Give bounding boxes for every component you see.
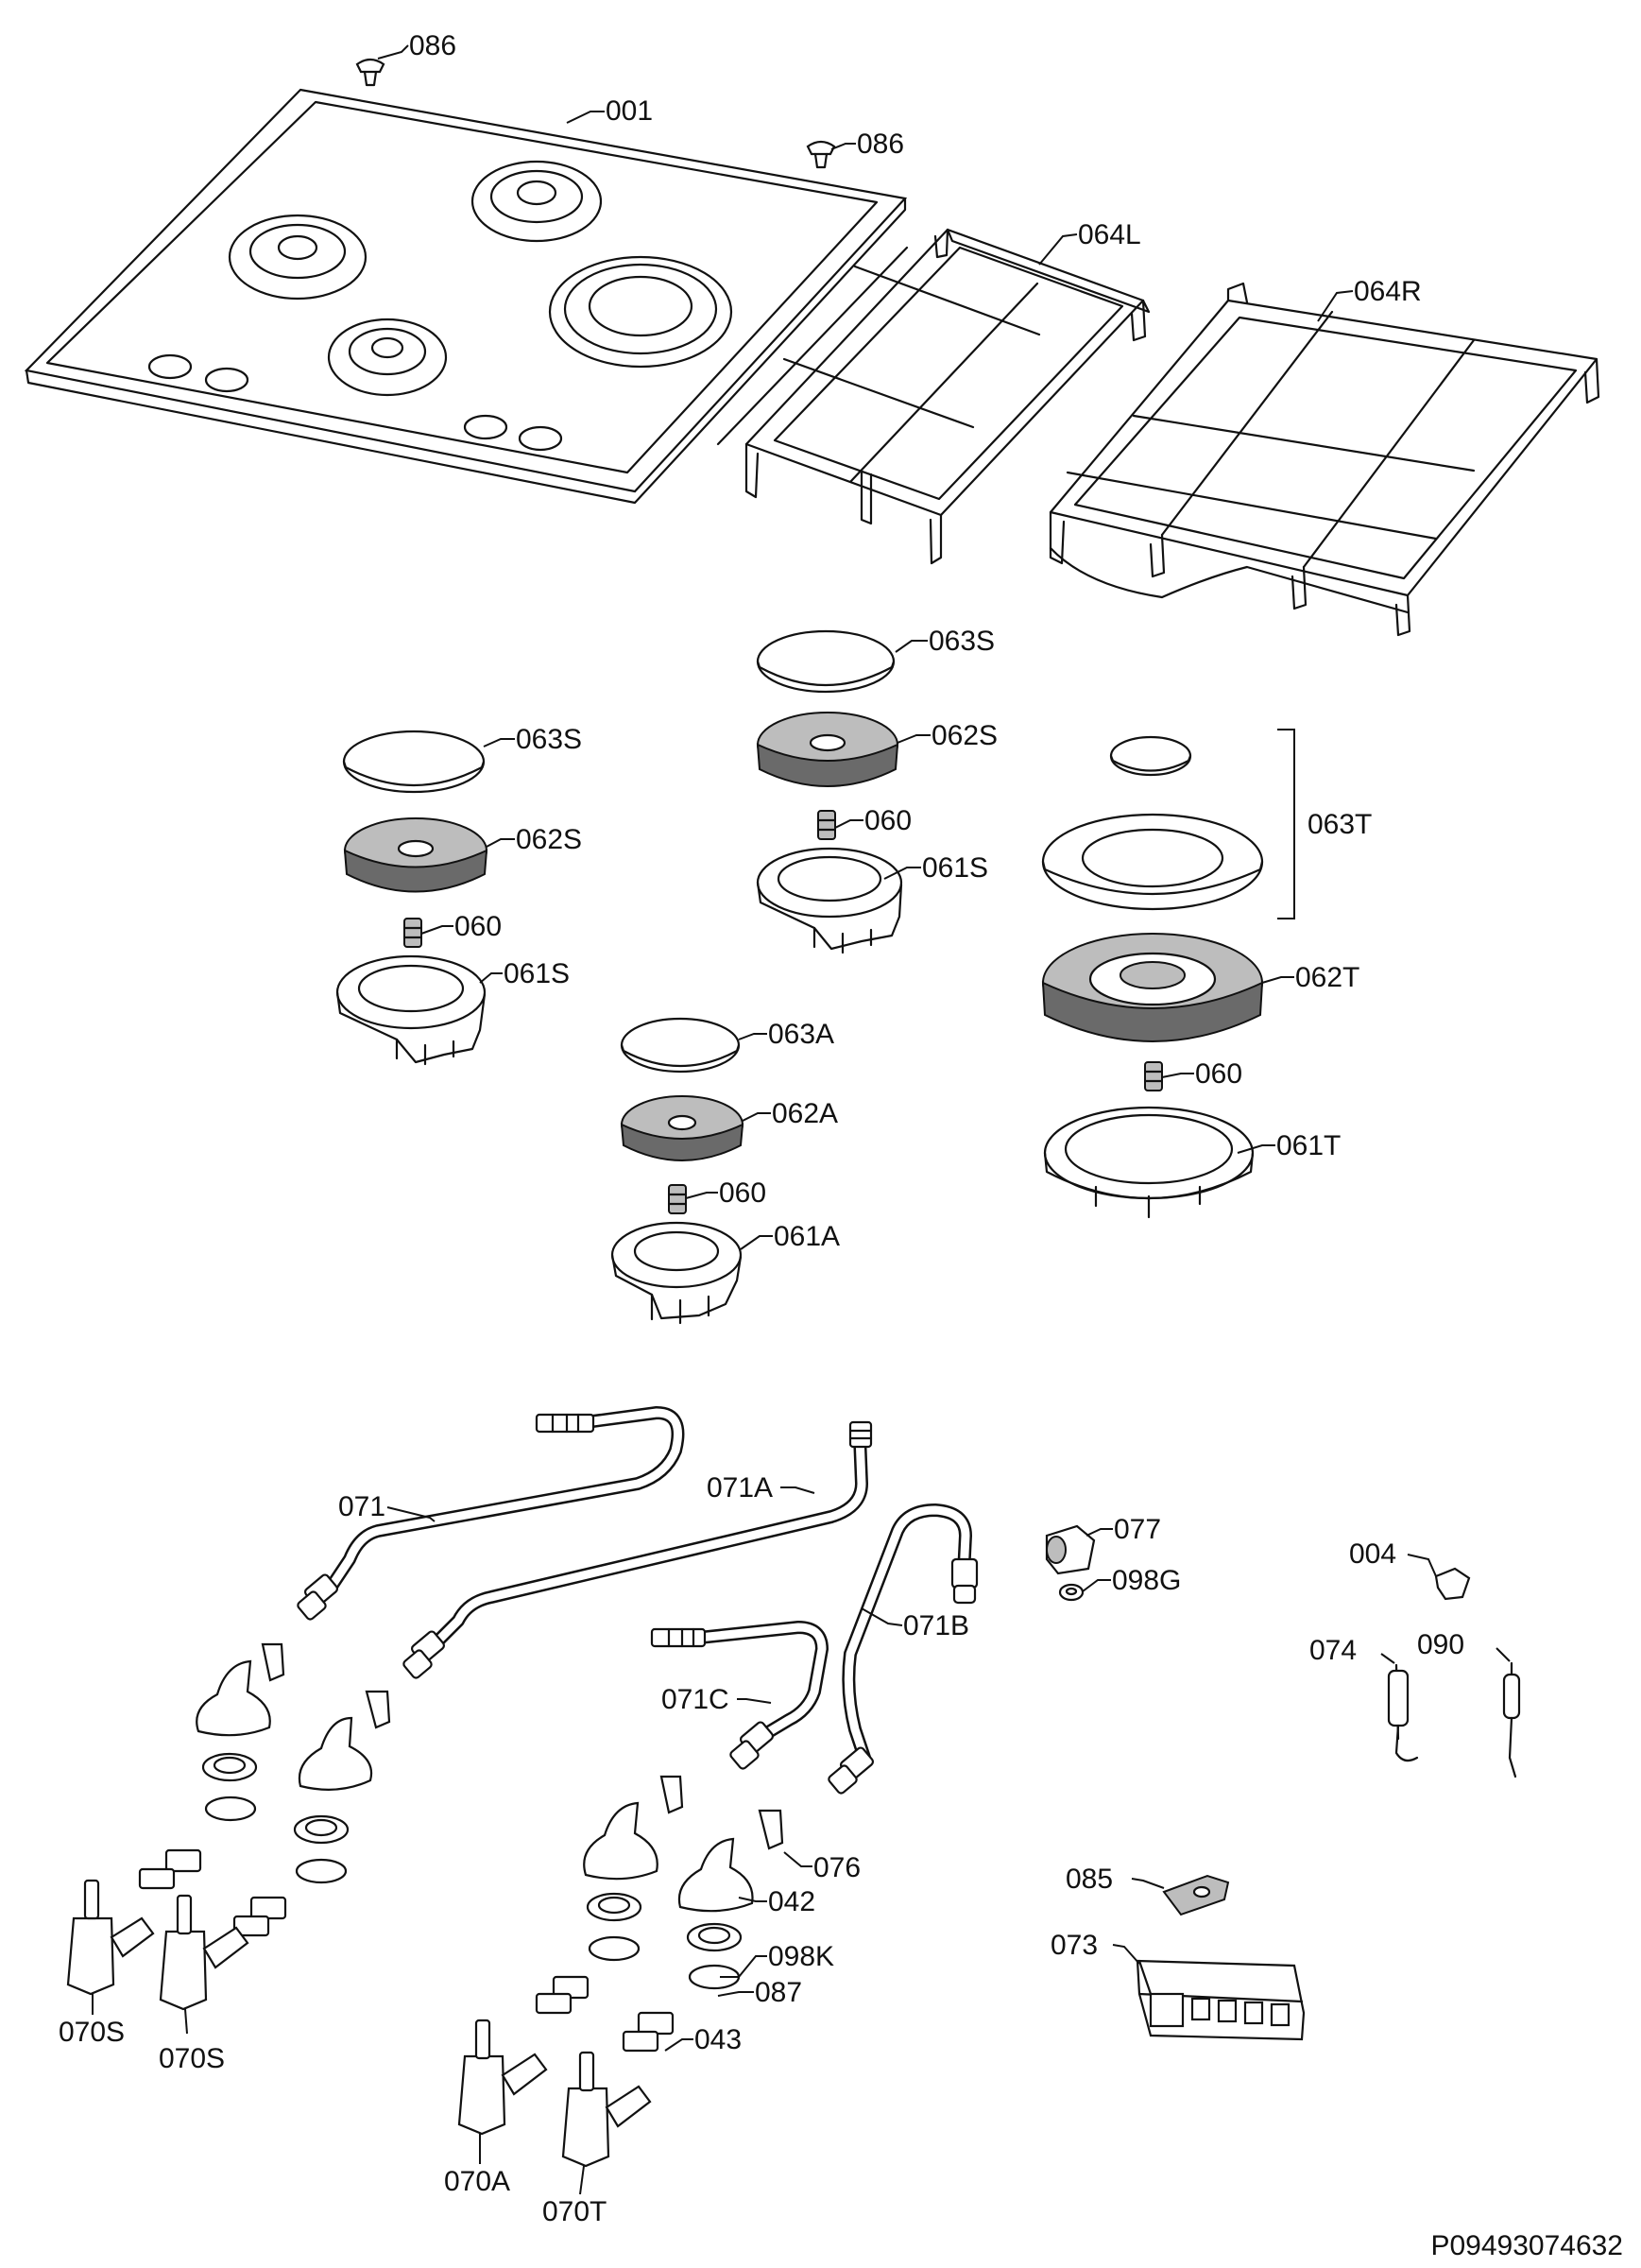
label-061S-left: 061S [504,958,570,989]
label-061T: 061T [1276,1130,1341,1161]
part-085-spark-cap [1162,1874,1230,1916]
part-061S-burner-base-middle [756,847,903,954]
part-076-bracket-left-1 [261,1642,285,1682]
part-001-hob-top-plate [24,88,908,505]
part-074-ignition-electrode [1387,1663,1419,1762]
callout-labels: 086 001 086 064L 064R 063S 063S 062S 062… [59,30,1623,2261]
part-076-bracket-left-2 [365,1690,391,1729]
label-043: 043 [694,2024,742,2055]
part-063S-burner-cap-left [342,730,486,794]
label-086-a: 086 [409,30,456,61]
label-062S-left: 062S [516,824,582,855]
label-060-left: 060 [454,911,502,942]
part-004-clip [1434,1567,1471,1601]
part-071C-gas-pipe [650,1621,829,1770]
label-063A: 063A [768,1019,834,1050]
part-062T-flame-spreader [1041,933,1264,1042]
part-062A-flame-spreader [620,1095,744,1161]
label-071A: 071A [707,1472,773,1503]
drawing-code: P09493074632 [1430,2230,1623,2261]
label-001: 001 [606,95,653,127]
part-077-elbow-fitting [1045,1524,1096,1575]
label-061S-middle: 061S [922,852,988,884]
label-062T: 062T [1295,962,1359,993]
part-061A-burner-base [610,1221,743,1325]
label-070T: 070T [542,2196,607,2227]
part-060-injector-triple [1143,1061,1164,1091]
label-085: 085 [1066,1864,1113,1895]
label-070A: 070A [444,2166,510,2197]
label-077: 077 [1114,1514,1161,1545]
label-060-middle: 060 [864,805,912,836]
part-076-bracket-centre-1 [659,1775,684,1814]
part-090-thermocouple [1502,1661,1521,1778]
label-062S-middle: 062S [932,720,998,751]
leader-lines [92,44,1511,2195]
label-060-front: 060 [719,1177,766,1209]
label-064R: 064R [1354,276,1422,307]
label-060-triple: 060 [1195,1058,1242,1090]
part-086-buffer-left [355,58,385,87]
part-086-buffer-right [806,140,836,169]
label-071B: 071B [903,1610,969,1641]
label-004: 004 [1349,1538,1396,1570]
part-098G-washer [1058,1583,1085,1602]
part-063T-burner-cap-small [1109,735,1192,777]
part-060-injector-front [667,1184,688,1214]
part-064L-pan-support-left [716,228,1151,565]
label-042: 042 [768,1886,815,1917]
part-063T-burner-ring-large [1041,813,1264,911]
label-086-b: 086 [857,129,904,160]
part-060-injector-left [402,918,423,948]
part-064R-pan-support-right [1049,282,1600,637]
part-071A-gas-pipe [402,1420,873,1679]
part-061S-burner-base-left [335,954,487,1066]
part-071-gas-pipe [297,1406,685,1621]
label-070S-b: 070S [159,2043,225,2074]
label-074: 074 [1309,1635,1357,1666]
part-063A-burner-cap [620,1017,741,1074]
label-090: 090 [1417,1629,1464,1660]
knob-assembly-centre-1 [457,1801,658,2136]
knob-assembly-left-1 [66,1659,271,1996]
label-064L: 064L [1078,219,1141,250]
part-063S-burner-cap-middle [756,629,896,694]
label-098K: 098K [768,1941,834,1972]
label-087: 087 [755,1977,802,2008]
label-098G: 098G [1112,1565,1181,1596]
label-063S-left: 063S [516,724,582,755]
label-073: 073 [1051,1930,1098,1961]
label-070S-a: 070S [59,2017,125,2048]
label-061A: 061A [774,1221,840,1252]
part-076-bracket-centre-2 [758,1809,784,1850]
part-061T-burner-base [1043,1106,1255,1219]
part-071B-gas-pipe [828,1503,979,1795]
label-063T: 063T [1308,809,1372,840]
label-071C: 071C [661,1684,729,1715]
label-062A: 062A [772,1098,838,1129]
label-071: 071 [338,1491,385,1522]
label-063S-middle: 063S [929,626,995,657]
knob-assembly-centre-2 [561,1837,754,2168]
part-062S-flame-spreader-left [343,817,488,893]
part-060-injector-middle [816,810,837,840]
knob-assembly-left-2 [159,1716,373,2011]
part-062S-flame-spreader-middle [756,712,899,787]
part-073-spark-generator [1136,1959,1306,2041]
label-076: 076 [813,1852,861,1883]
bracket-063T [1277,729,1295,919]
